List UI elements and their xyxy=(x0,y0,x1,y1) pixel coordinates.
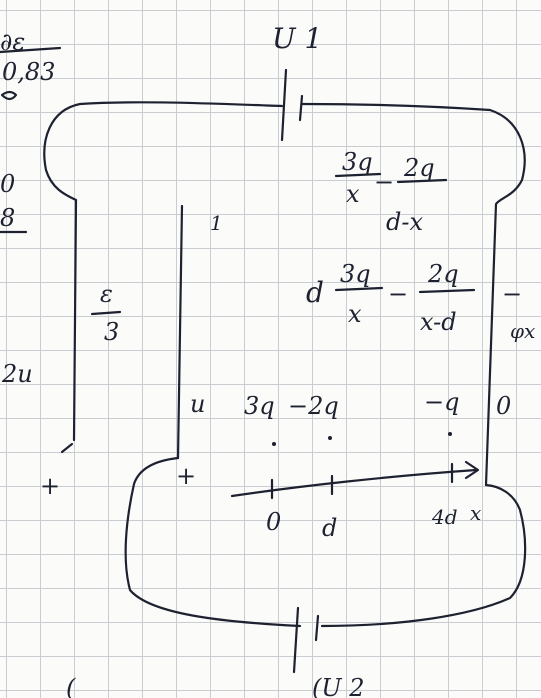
formula-top-den1: x xyxy=(346,180,360,208)
formula-mid-bar1 xyxy=(334,286,384,292)
right-edge-dash: − xyxy=(502,280,522,308)
margin-2u: 2u xyxy=(1,360,33,388)
source-bottom xyxy=(292,606,320,674)
label-u: u xyxy=(190,390,205,418)
left-fraction-num: ε xyxy=(100,280,113,308)
formula-mid: d 3q x − 2q x-d xyxy=(306,260,476,336)
axis-label-d: d xyxy=(322,514,337,542)
margin-digit-0: 0 xyxy=(0,170,15,198)
formula-top-num1: 3q xyxy=(342,148,373,176)
source-top-plate-long xyxy=(280,68,288,142)
margin-digit-8: 8 xyxy=(0,204,15,232)
axis-label-4d: 4d xyxy=(431,505,458,529)
formula-mid-num2: 2q xyxy=(427,260,459,288)
axis-label-x: x xyxy=(470,501,481,525)
formula-mid-num1: 3q xyxy=(340,260,371,288)
source-top-plate-short xyxy=(298,94,304,122)
formula-top-den2: d-x xyxy=(386,208,423,236)
source-top-label: U 1 xyxy=(272,22,322,55)
formula-mid-prefix: d xyxy=(306,276,324,309)
left-fraction-den: 3 xyxy=(104,318,119,346)
charge-minus-2q: −2q xyxy=(288,392,339,420)
bottom-edge-left: ( xyxy=(66,674,76,698)
formula-mid-den1: x xyxy=(348,300,362,328)
charges-row: 3q −2q −q 0 xyxy=(244,388,511,446)
charge-minus-q: −q xyxy=(424,388,459,416)
inner-wire-plus: + xyxy=(176,462,196,490)
bottom-edge-right: (U 2 xyxy=(312,674,365,698)
charge-dot-3 xyxy=(448,432,452,436)
inner-left-wire xyxy=(176,204,184,460)
left-wire-plus: + xyxy=(40,472,60,500)
margin-value-083: 0,83 xyxy=(2,58,55,86)
x-axis: 0 d 4d x xyxy=(230,460,481,542)
outer-loop-wire xyxy=(43,101,526,487)
left-wire-tick xyxy=(60,442,74,454)
left-fraction-bar xyxy=(90,310,122,316)
formula-top-bar1 xyxy=(334,172,382,178)
right-edge-frag: φx xyxy=(510,319,535,343)
formula-top-op: − xyxy=(374,168,394,196)
charge-3q: 3q xyxy=(244,392,275,420)
axis-label-0: 0 xyxy=(266,508,281,536)
formula-top-num2: 2q xyxy=(403,154,435,182)
formula-mid-op: − xyxy=(388,280,408,308)
charge-dot-2 xyxy=(328,436,332,440)
axis-arrowhead xyxy=(464,460,480,480)
left-fraction: ε 3 xyxy=(90,280,122,346)
formula-mid-bar2 xyxy=(418,288,476,294)
charge-dot-1 xyxy=(272,442,276,446)
axis-line xyxy=(230,468,478,498)
bottom-loop-wire xyxy=(124,456,527,628)
right-zero: 0 xyxy=(496,392,511,420)
formula-top: 3q x − 2q d-x xyxy=(334,148,448,236)
mid-number-top: 1 xyxy=(210,211,223,235)
source-bottom-plate-short xyxy=(314,614,320,642)
margin-frac-line xyxy=(0,46,62,54)
formula-mid-den2: x-d xyxy=(420,308,457,336)
margin-scribble xyxy=(0,90,18,101)
formula-top-bar2 xyxy=(396,178,448,184)
source-top: U 1 xyxy=(272,22,322,142)
margin-notes: ∂ε 0,83 0 8 2u xyxy=(0,28,62,388)
source-bottom-plate-long xyxy=(292,606,300,674)
